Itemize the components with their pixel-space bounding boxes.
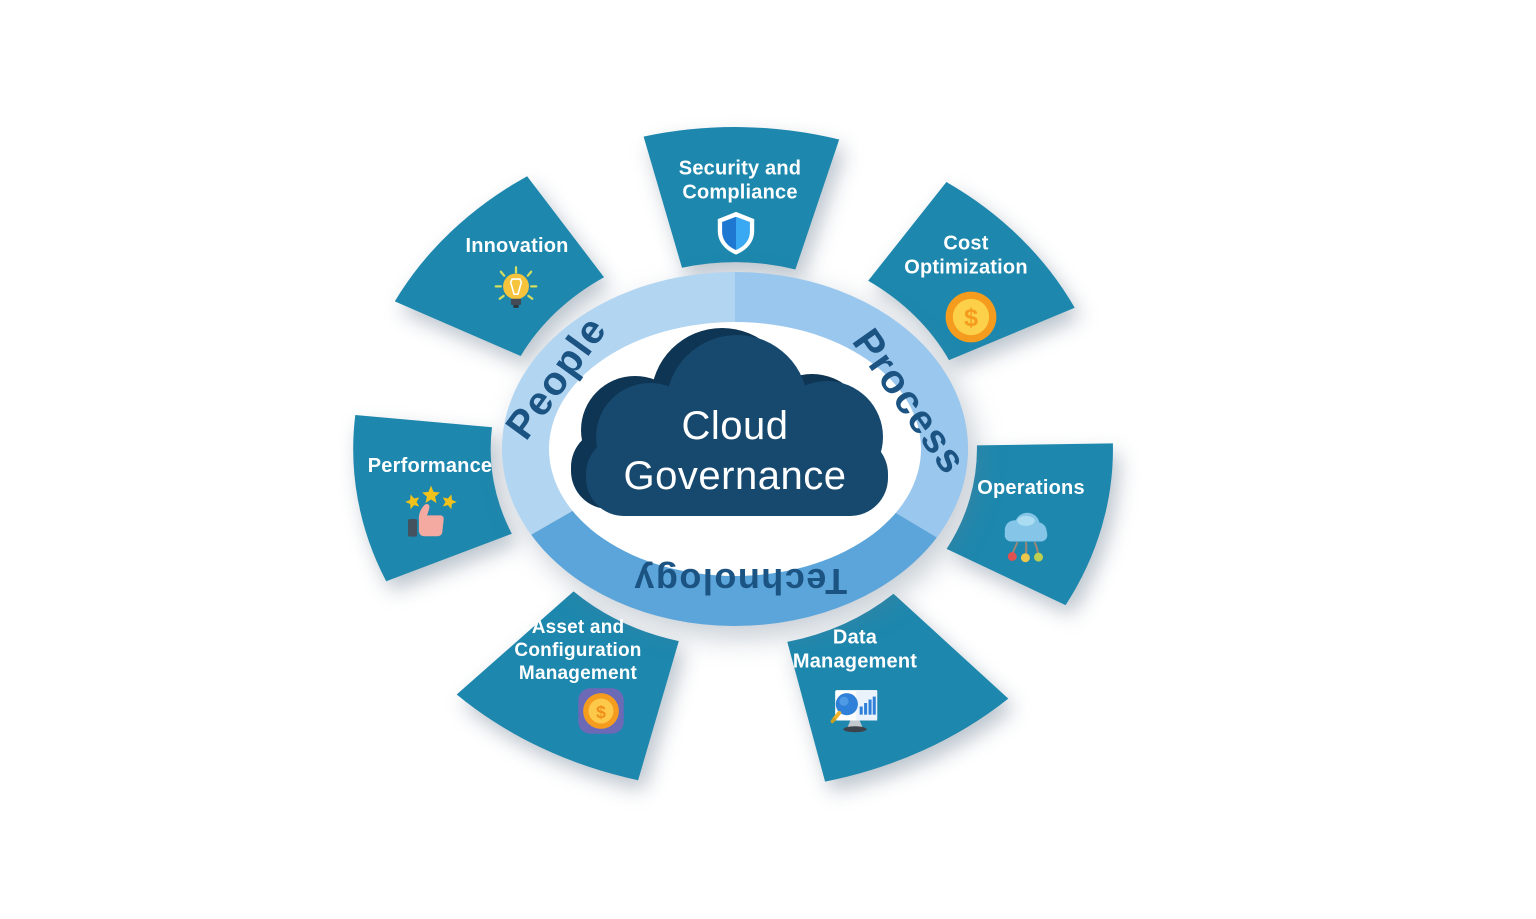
wedge-label-innovation: Innovation [465, 234, 569, 257]
cloud-icon [571, 328, 888, 516]
wedge-shape-cost-optimization [868, 182, 1075, 361]
monitor-analytics-icon [827, 682, 883, 738]
wedge-label-cost-optimization: Cost Optimization [904, 232, 1028, 279]
ring-segment-technology [531, 509, 937, 627]
wedge-shape-security-compliance [643, 127, 840, 270]
wedge-shape-asset-config-management [456, 591, 679, 781]
dollar-glyph: $ [596, 702, 606, 722]
wedge-label-performance: Performance [367, 454, 493, 477]
wedge-label-operations: Operations [977, 476, 1085, 499]
cloud-front-layer [586, 335, 888, 516]
dollar-coin-icon: $ [942, 288, 1000, 346]
wedge-shape-data-management [787, 593, 1009, 782]
cloud-network-icon [996, 509, 1056, 569]
wedge-label-data-management: Data Management [792, 626, 918, 673]
dollar-coin-glow-icon: $ [575, 685, 627, 737]
ring-layer [501, 272, 969, 627]
ring-label-technology: Technology [632, 561, 848, 602]
center-title: Cloud Governance [623, 404, 847, 498]
ring-segment-people [501, 272, 735, 535]
thumbs-up-stars-icon [402, 484, 460, 542]
dollar-glyph: $ [964, 304, 978, 332]
ring-segment-process [735, 272, 969, 538]
shield-icon [713, 210, 759, 256]
lightbulb-icon [489, 265, 543, 319]
wedge-layer [353, 127, 1113, 782]
wedge-shape-innovation [394, 176, 604, 356]
wedge-label-security-compliance: Security and Compliance [678, 157, 802, 204]
wedge-label-asset-config-management: Asset and Configuration Management [514, 617, 642, 685]
